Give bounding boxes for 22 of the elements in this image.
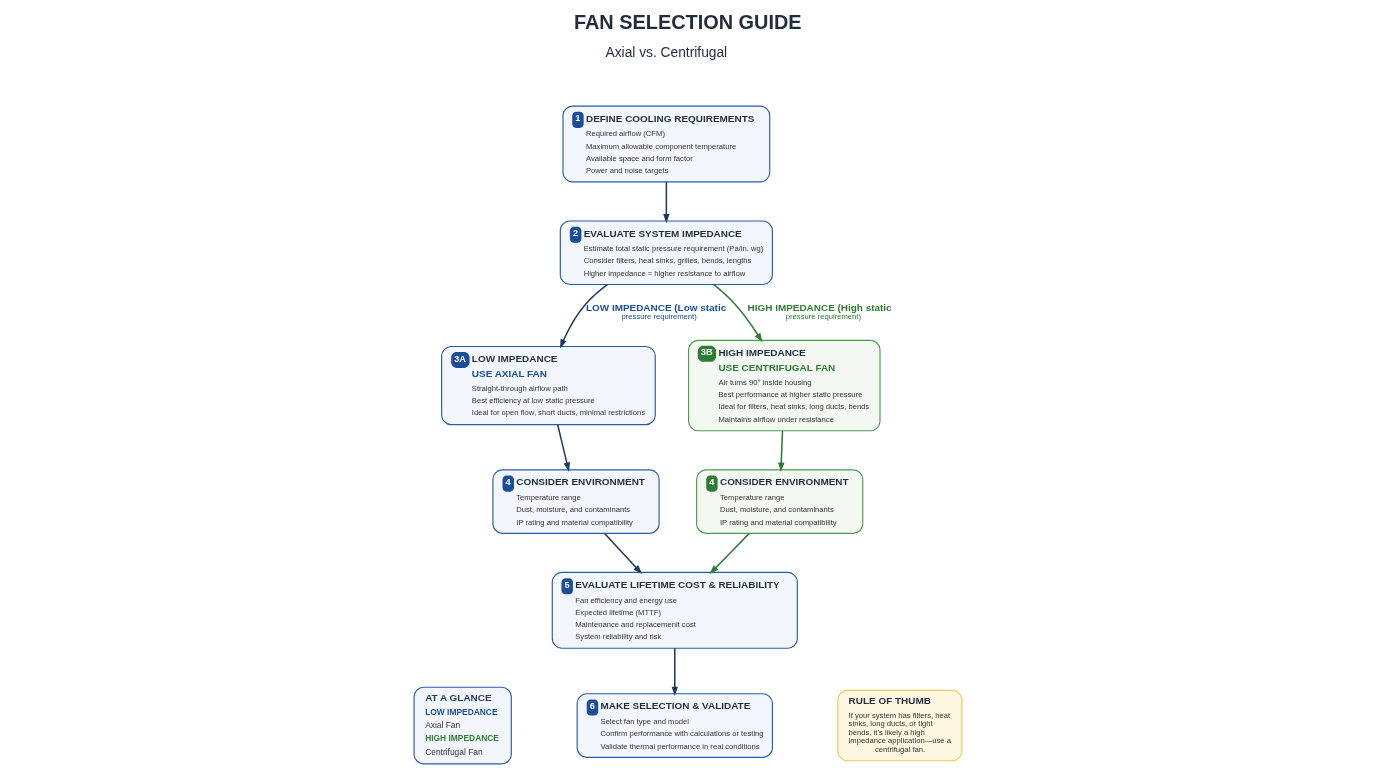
node-box: 4 CONSIDER ENVIRONMENT Temperature range Dust, moisture, and contaminants IP rating and material compatibility <box>696 469 864 534</box>
arrow <box>559 283 609 349</box>
node-box: 1 DEFINE COOLING REQUIREMENTS Required airflow (CFM) Maximum allowable component temperature Available space and form factor Power and noise targets <box>562 105 771 183</box>
arrow <box>671 647 678 696</box>
edge-label: LOW IMPEDANCE (Low static pressure requirement) <box>585 301 727 321</box>
node-box: 5 EVALUATE LIFETIME COST & RELIABILITY Fan efficiency and energy use Expected lifetime (MTTF) Maintenance and replacemenit cost System reliability and risk <box>551 571 798 649</box>
node-box: 6 MAKE SELECTION & VALIDATE Select fan type and model Confirm performance with calculations or testing Validate thermal performance in real conditions <box>576 693 773 758</box>
node-box: 4 CONSIDER ENVIRONMENT Temperature range Dust, moisture, and contaminants IP rating and material compatibility <box>492 469 660 534</box>
node-box: 2 EVALUATE SYSTEM IMPEDANCE Estimate total static pressure requirement (Pa/in. wg) Consider filters, heat sinks, grilles, bends, lengths Higher impedance = higher resistance to airflow <box>559 220 773 286</box>
node-box: 3B HIGH IMPEDANCE USE CENTRIFUGAL FAN Air turns 90° inside housing Best performance at higher static pressure Ideal for filters, heat sinks, long ducts, bends Maintains airflow under resistance <box>688 339 881 432</box>
arrow <box>556 424 570 472</box>
arrow <box>709 532 750 574</box>
node-box: AT A GLANCE LOW IMPEDANCE Axial Fan HIGH IMPEDANCE Centrifugal Fan <box>413 686 512 765</box>
arrow <box>713 283 763 343</box>
edge-label: HIGH IMPEDANCE (High static pressure requirement) <box>747 301 892 321</box>
arrow <box>663 181 670 224</box>
diagram-title: FAN SELECTION GUIDE <box>573 11 802 34</box>
label: Axial vs. Centrifugal <box>605 44 728 60</box>
node-box: 3A LOW IMPEDANCE USE AXIAL FAN Straight-through airflow path Best efficiency at low static pressure Ideal for open flow, short ducts, minimal restrictions <box>441 345 656 426</box>
arrow <box>604 532 643 575</box>
arrow <box>778 430 785 472</box>
node-box: RULE OF THUMB If your system has filters, heat sinks, long ducts, or tight bends, it's likely a high impedance application—use a centrifugal fan. <box>837 689 963 762</box>
